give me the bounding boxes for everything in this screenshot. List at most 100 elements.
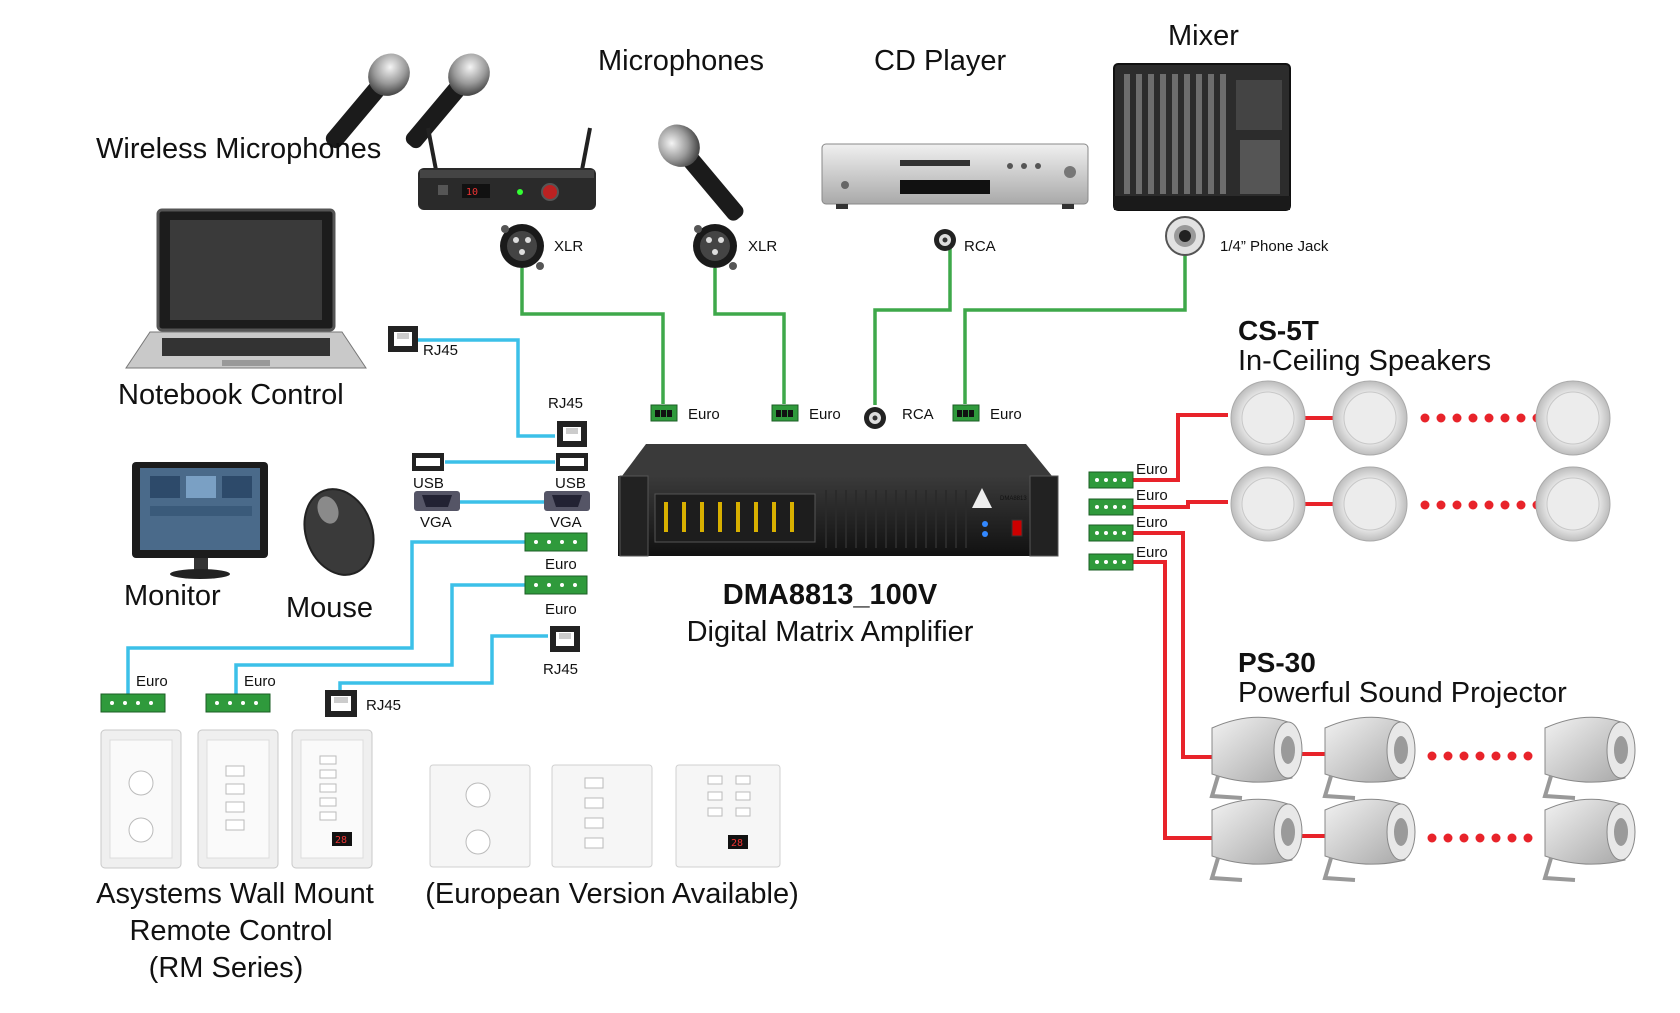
input-label-4: Euro xyxy=(990,406,1022,423)
xlr-connector-icon xyxy=(500,224,544,270)
horn-speaker-icon-3 xyxy=(1542,716,1636,800)
ceiling-speaker-icon-1 xyxy=(1230,380,1306,456)
rj45-amp-label: RJ45 xyxy=(548,395,583,412)
wall-remote-knob-icon xyxy=(100,729,182,869)
dots-ceiling-row2 xyxy=(1420,500,1542,510)
usb-port-icon-left xyxy=(412,453,444,471)
dots-ceiling-row1 xyxy=(1420,413,1542,423)
horn-speaker-icon-2 xyxy=(1322,716,1416,800)
output-label-2: Euro xyxy=(1136,487,1168,504)
wall-remote-buttons-icon xyxy=(197,729,279,869)
mouse-icon xyxy=(303,488,375,576)
blue-wires xyxy=(126,338,555,694)
usb-left-label: USB xyxy=(413,475,444,492)
red-dot-chains xyxy=(1420,413,1542,843)
amplifier-front-badge: DMA8813 xyxy=(1000,496,1027,502)
svg-text:10: 10 xyxy=(466,187,478,198)
output-label-1: Euro xyxy=(1136,461,1168,478)
wire-out-2 xyxy=(1133,500,1228,509)
european-version-label: (European Version Available) xyxy=(425,878,799,910)
dots-horn-row2 xyxy=(1427,833,1533,843)
euro-terminal-control-2 xyxy=(524,575,588,595)
phone-jack-label: 1/4” Phone Jack xyxy=(1220,238,1329,255)
xlr-connector-icon-2 xyxy=(693,224,737,270)
mixer-icon xyxy=(1113,63,1291,211)
remote-euro-1-label: Euro xyxy=(136,673,168,690)
rj45-port-icon-amp xyxy=(557,421,587,447)
mixer-title: Mixer xyxy=(1168,20,1239,52)
amplifier-model: DMA8813_100V xyxy=(723,579,938,611)
laptop-icon xyxy=(125,208,367,369)
horn-speaker-icon-6 xyxy=(1542,798,1636,882)
rca-connector-icon xyxy=(934,229,956,251)
amplifier-description: Digital Matrix Amplifier xyxy=(687,616,974,648)
usb-right-label: USB xyxy=(555,475,586,492)
cd-player-icon xyxy=(821,143,1089,209)
euro-control-1-label: Euro xyxy=(545,556,577,573)
euro-terminal-remote-1 xyxy=(100,693,166,713)
ceiling-speaker-icon-6 xyxy=(1535,466,1611,542)
cd-player-title: CD Player xyxy=(874,45,1006,77)
remote-rj45-label: RJ45 xyxy=(366,697,401,714)
svg-text:28: 28 xyxy=(731,838,743,849)
wireless-microphone-icon: 10 xyxy=(325,53,596,210)
vga-left-label: VGA xyxy=(420,514,452,531)
vga-right-label: VGA xyxy=(550,514,582,531)
remote-title-line2: Remote Control xyxy=(129,915,332,947)
ceiling-speaker-icon-3 xyxy=(1535,380,1611,456)
output-label-3: Euro xyxy=(1136,514,1168,531)
vga-port-icon-left xyxy=(414,491,460,511)
rca-input-icon xyxy=(864,407,886,429)
microphone-icon xyxy=(658,124,744,221)
input-label-3: RCA xyxy=(902,406,934,423)
xlr-label-1: XLR xyxy=(554,238,583,255)
monitor-label: Monitor xyxy=(124,580,221,612)
euro-remote-buttons-icon xyxy=(551,764,653,868)
input-label-2: Euro xyxy=(809,406,841,423)
euro-terminal-output-4 xyxy=(1088,553,1134,571)
svg-text:28: 28 xyxy=(335,835,347,846)
amplifier-icon xyxy=(618,444,1059,557)
wire-rj45-remote xyxy=(338,634,548,694)
rca-label-top: RCA xyxy=(964,238,996,255)
euro-terminal-output-1 xyxy=(1088,471,1134,489)
horn-speaker-icon-4 xyxy=(1209,798,1303,882)
mouse-label: Mouse xyxy=(286,592,373,624)
euro-terminal-output-3 xyxy=(1088,524,1134,542)
wire-euro-2 xyxy=(234,583,525,694)
rj45-port-icon-remote xyxy=(325,690,357,717)
wire-out-3 xyxy=(1133,531,1212,759)
euro-terminal-input-4 xyxy=(952,404,980,422)
wire-euro-1 xyxy=(126,540,525,694)
horn-speaker-model: PS-30 xyxy=(1238,647,1316,678)
microphones-title: Microphones xyxy=(598,45,764,77)
wire-wireless-mic xyxy=(520,268,665,404)
output-label-4: Euro xyxy=(1136,544,1168,561)
rj45-notebook-label: RJ45 xyxy=(423,342,458,359)
usb-port-icon-right xyxy=(556,453,588,471)
euro-terminal-input-2 xyxy=(771,404,799,422)
monitor-icon xyxy=(132,462,268,579)
rj45-control-label: RJ45 xyxy=(543,661,578,678)
ceiling-speaker-model: CS-5T xyxy=(1238,315,1319,346)
wire-cd-player xyxy=(873,245,952,405)
euro-terminal-control-1 xyxy=(524,532,588,552)
euro-remote-display-icon: 28 xyxy=(675,764,781,868)
ceiling-speaker-icon-2 xyxy=(1332,380,1408,456)
vga-port-icon-right xyxy=(544,491,590,511)
euro-terminal-remote-2 xyxy=(205,693,271,713)
wire-mixer xyxy=(963,255,1187,404)
euro-remote-knob-icon xyxy=(429,764,531,868)
horn-speaker-icon-1 xyxy=(1209,716,1303,800)
euro-control-2-label: Euro xyxy=(545,601,577,618)
remote-title-line1: Asystems Wall Mount xyxy=(96,878,374,910)
xlr-label-2: XLR xyxy=(748,238,777,255)
dots-horn-row1 xyxy=(1427,751,1533,761)
rj45-port-icon-notebook xyxy=(388,326,418,352)
green-wires xyxy=(520,245,1187,405)
phone-jack-icon xyxy=(1165,216,1205,256)
horn-speaker-icon-5 xyxy=(1322,798,1416,882)
remote-title-line3: (RM Series) xyxy=(149,952,304,984)
wire-out-4 xyxy=(1133,560,1212,840)
